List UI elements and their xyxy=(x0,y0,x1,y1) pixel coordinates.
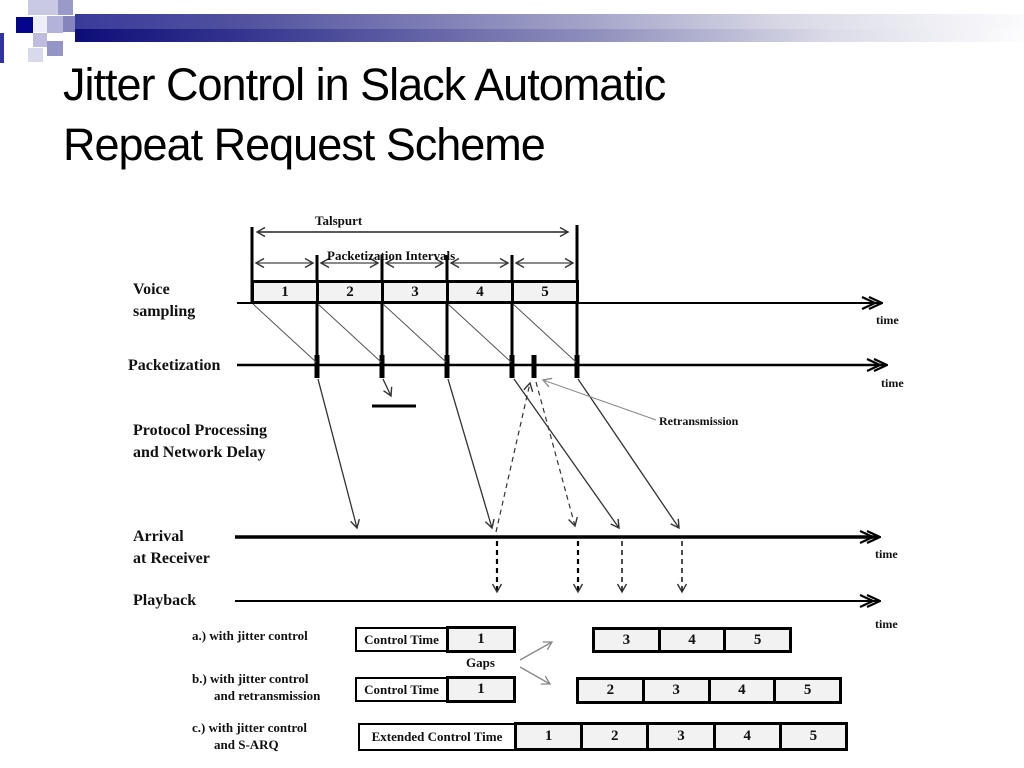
deco-square xyxy=(33,16,47,32)
header-gradient-bar-top xyxy=(75,14,1024,29)
time-label-arrival: time xyxy=(875,547,898,561)
arrival-at-receiver-label: Arrival at Receiver xyxy=(133,528,210,567)
time-label-playback: time xyxy=(875,617,898,631)
scenario-a-right-boxes: 3 4 5 xyxy=(592,627,792,653)
deco-square xyxy=(58,0,73,15)
voice-sampling-label: Voice sampling xyxy=(133,281,196,320)
deco-square xyxy=(47,16,63,33)
nack-dashed-arrow xyxy=(495,381,534,533)
sampling-to-packet-lines xyxy=(252,303,577,363)
packetization-intervals-label: Packetization Intervals xyxy=(327,248,456,263)
time-label-voice: time xyxy=(876,313,899,327)
playout-dashed-arrows xyxy=(491,541,688,594)
page-title: Jitter Control in Slack Automatic Repeat… xyxy=(63,55,843,175)
packetization-label: Packetization xyxy=(128,357,221,374)
deco-square xyxy=(33,33,47,47)
talspurt-label: Talspurt xyxy=(315,213,363,228)
scenario-a-control-time-box: Control Time xyxy=(355,627,448,652)
retransmission-label: Retransmission xyxy=(659,414,739,428)
gaps-arrow-down xyxy=(519,666,552,685)
gaps-arrow-up xyxy=(519,641,554,661)
packet-ticks xyxy=(314,355,580,378)
voice-box-2: 2 xyxy=(316,283,381,301)
title-line-1: Jitter Control in Slack Automatic xyxy=(63,59,666,110)
deco-square xyxy=(16,17,33,33)
deco-square xyxy=(28,48,43,62)
retransmit-dashed-arrow xyxy=(535,381,578,528)
scenario-a-label: a.) with jitter control xyxy=(192,628,308,643)
scenario-a-first-box: 1 xyxy=(446,626,516,653)
voice-box-4: 4 xyxy=(446,283,511,301)
scenario-c-extended-control-time-box: Extended Control Time xyxy=(358,723,516,751)
scenario-b-right-boxes: 2 3 4 5 xyxy=(576,677,842,704)
retransmission-pointer-arrow xyxy=(541,377,657,421)
gaps-label: Gaps xyxy=(466,655,495,670)
title-line-2: Repeat Request Scheme xyxy=(63,119,546,170)
scenario-b-label: b.) with jitter control and retransmissi… xyxy=(192,671,321,703)
voice-box-5: 5 xyxy=(511,283,576,301)
deco-square xyxy=(63,16,75,32)
scenario-c-label: c.) with jitter control and S-ARQ xyxy=(192,720,308,752)
protocol-processing-label: Protocol Processing and Network Delay xyxy=(133,422,268,461)
deco-square xyxy=(28,0,58,15)
header-gradient-bar-bottom xyxy=(75,29,1024,42)
deco-square xyxy=(0,33,4,63)
voice-sampling-boxes: 1 2 3 4 5 xyxy=(251,280,579,304)
packet-loss-arrow xyxy=(382,378,393,398)
voice-box-3: 3 xyxy=(381,283,446,301)
playback-label: Playback xyxy=(133,592,197,609)
voice-box-1: 1 xyxy=(281,283,289,300)
time-label-packetization: time xyxy=(881,376,904,390)
scenario-b-control-time-box: Control Time xyxy=(355,677,448,702)
network-delay-arrows xyxy=(317,378,680,530)
scenario-b-first-box: 1 xyxy=(446,676,516,703)
scenario-c-boxes: 1 2 3 4 5 xyxy=(514,722,848,751)
deco-square xyxy=(47,41,63,56)
